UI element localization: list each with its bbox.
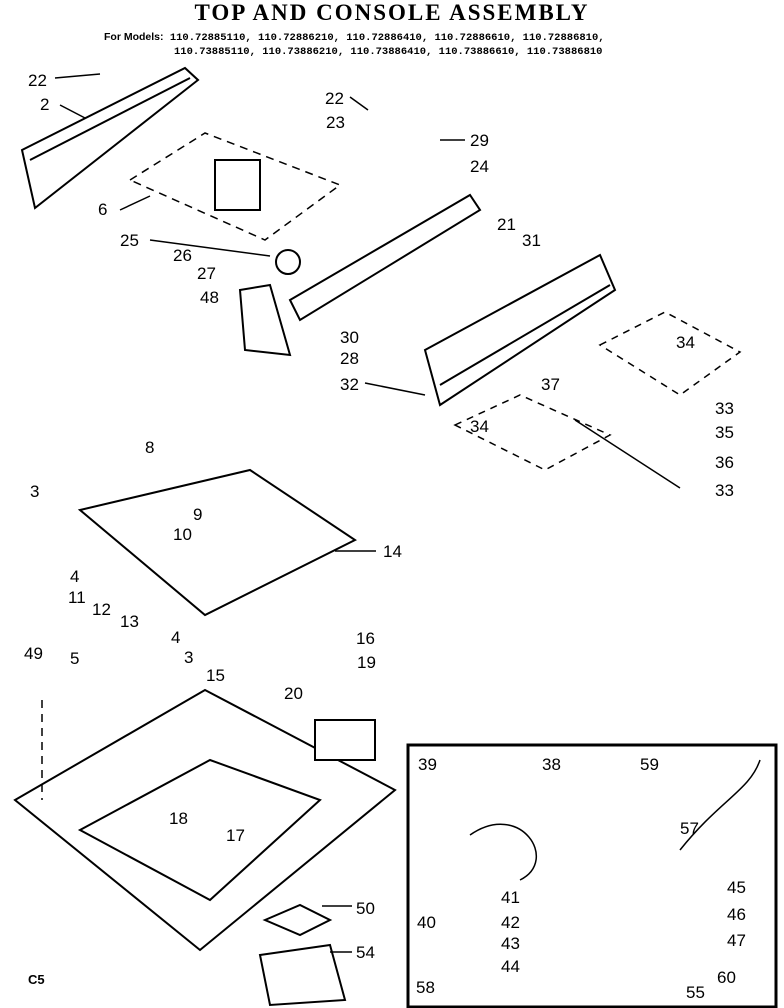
- part-54-cup: [258, 943, 347, 1007]
- callout-59: 59: [640, 755, 659, 774]
- part-6-dashed-box: [128, 132, 342, 241]
- callout-20: 20: [284, 684, 303, 703]
- callout-34-a: 34: [676, 333, 695, 352]
- callout-44: 44: [501, 957, 520, 976]
- callout-46: 46: [727, 905, 746, 924]
- callout-34-b: 34: [470, 417, 489, 436]
- diagram-title: TOP AND CONSOLE ASSEMBLY: [194, 0, 590, 25]
- callout-5: 5: [70, 649, 79, 668]
- part-25-knob: [275, 249, 301, 275]
- part-20-switch: [314, 719, 376, 761]
- part-50: [262, 903, 333, 937]
- callout-4-a: 4: [70, 567, 79, 586]
- callout-9: 9: [193, 505, 202, 524]
- callout-58: 58: [416, 978, 435, 997]
- callout-60: 60: [717, 968, 736, 987]
- callout-30: 30: [340, 328, 359, 347]
- callout-33-b: 33: [715, 481, 734, 500]
- callout-43: 43: [501, 934, 520, 953]
- callout-41: 41: [501, 888, 520, 907]
- page-code: C5: [28, 972, 45, 987]
- callout-27: 27: [197, 264, 216, 283]
- callout-3-b: 3: [184, 648, 193, 667]
- callout-45: 45: [727, 878, 746, 897]
- wiring-harness: [469, 759, 761, 881]
- callout-17: 17: [226, 826, 245, 845]
- callout-40: 40: [417, 913, 436, 932]
- callout-36: 36: [715, 453, 734, 472]
- part-33-box-b: [453, 394, 612, 471]
- callout-21: 21: [497, 215, 516, 234]
- callout-35: 35: [715, 423, 734, 442]
- part-2-rear-panel: [20, 66, 200, 210]
- callout-29: 29: [470, 131, 489, 150]
- models-row-2: 110.73885110, 110.73886210, 110.73886410…: [174, 46, 603, 58]
- callout-25: 25: [120, 231, 139, 250]
- callout-23: 23: [326, 113, 345, 132]
- callout-47: 47: [727, 931, 746, 950]
- callout-48: 48: [200, 288, 219, 307]
- part-32-console: [423, 253, 617, 407]
- callout-33-a: 33: [715, 399, 734, 418]
- part-6-timer: [214, 159, 261, 211]
- models-row-1: 110.72885110, 110.72886210, 110.72886410…: [169, 32, 605, 44]
- part-33-box-a: [598, 311, 742, 396]
- callout-3-a: 3: [30, 482, 39, 501]
- callout-54: 54: [356, 943, 375, 962]
- callout-37: 37: [541, 375, 560, 394]
- part-15-tub-opening: [77, 758, 322, 902]
- callout-39: 39: [418, 755, 437, 774]
- callout-12: 12: [92, 600, 111, 619]
- callout-26: 26: [173, 246, 192, 265]
- callout-14: 14: [383, 542, 402, 561]
- callout-8: 8: [145, 438, 154, 457]
- model-list: For Models: 110.72885110, 110.72886210, …: [104, 30, 605, 59]
- callout-31: 31: [522, 231, 541, 250]
- callout-50: 50: [356, 899, 375, 918]
- callout-13: 13: [120, 612, 139, 631]
- callout-15: 15: [206, 666, 225, 685]
- part-8-top-plate: [77, 468, 357, 617]
- callout-2: 2: [40, 95, 49, 114]
- bracket: [288, 193, 482, 322]
- callout-38: 38: [542, 755, 561, 774]
- callout-19: 19: [357, 653, 376, 672]
- wiring-inset-box: [406, 743, 778, 1008]
- models-label: For Models:: [104, 31, 164, 43]
- callout-32: 32: [340, 375, 359, 394]
- callout-16: 16: [356, 629, 375, 648]
- callout-4-b: 4: [171, 628, 180, 647]
- callout-18: 18: [169, 809, 188, 828]
- callout-57: 57: [680, 819, 699, 838]
- callout-22-a: 22: [28, 71, 47, 90]
- callout-11: 11: [68, 588, 86, 607]
- callout-28: 28: [340, 349, 359, 368]
- callout-55: 55: [686, 983, 705, 1002]
- callout-24: 24: [470, 157, 489, 176]
- callout-22-b: 22: [325, 89, 344, 108]
- callout-10: 10: [173, 525, 192, 544]
- part-27-bracket: [238, 283, 292, 357]
- callout-42: 42: [501, 913, 520, 932]
- callout-49: 49: [24, 644, 43, 663]
- callout-6: 6: [98, 200, 107, 219]
